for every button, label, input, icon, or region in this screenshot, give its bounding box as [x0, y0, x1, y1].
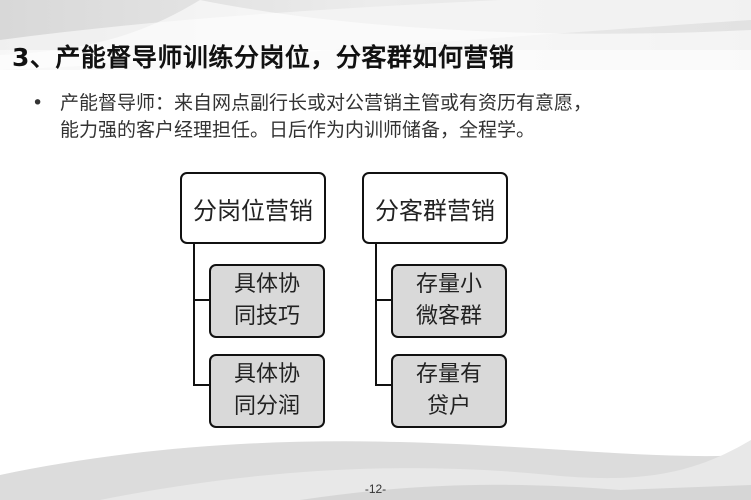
node-profit-sharing: 具体协同分润	[209, 354, 325, 428]
node-by-customer-group-marketing: 分客群营销	[362, 172, 508, 244]
connector-branch	[193, 299, 210, 301]
node-text: 存量有	[415, 362, 482, 387]
node-text: 贷户	[426, 394, 471, 419]
slide-title: 3、产能督导师训练分岗位，分客群如何营销	[12, 43, 515, 72]
node-label: 分岗位营销	[193, 196, 313, 225]
decorative-wave-bottom	[0, 440, 751, 500]
node-text: 同分润	[233, 394, 300, 419]
decorative-wave-top	[0, 0, 751, 70]
node-by-position-marketing: 分岗位营销	[180, 172, 326, 244]
node-collaboration-skills: 具体协同技巧	[209, 264, 325, 338]
bullet-text-line1: 产能督导师：来自网点副行长或对公营销主管或有资历有意愿，	[60, 92, 593, 114]
bullet-marker: •	[32, 92, 44, 114]
connector-vertical-left	[193, 244, 195, 386]
node-small-micro-customers: 存量小微客群	[391, 264, 507, 338]
connector-branch	[193, 384, 210, 386]
node-text: 同技巧	[233, 304, 300, 329]
node-existing-loan-customers: 存量有贷户	[391, 354, 507, 428]
bullet-text-line2: 能力强的客户经理担任。日后作为内训师储备，全程学。	[60, 119, 536, 141]
node-text: 微客群	[415, 304, 482, 329]
node-text: 具体协	[233, 272, 300, 297]
page-number: -12-	[364, 482, 387, 496]
connector-branch	[375, 299, 392, 301]
node-text: 存量小	[415, 272, 482, 297]
connector-vertical-right	[375, 244, 377, 386]
connector-branch	[375, 384, 392, 386]
node-label: 分客群营销	[375, 196, 495, 225]
node-text: 具体协	[233, 362, 300, 387]
